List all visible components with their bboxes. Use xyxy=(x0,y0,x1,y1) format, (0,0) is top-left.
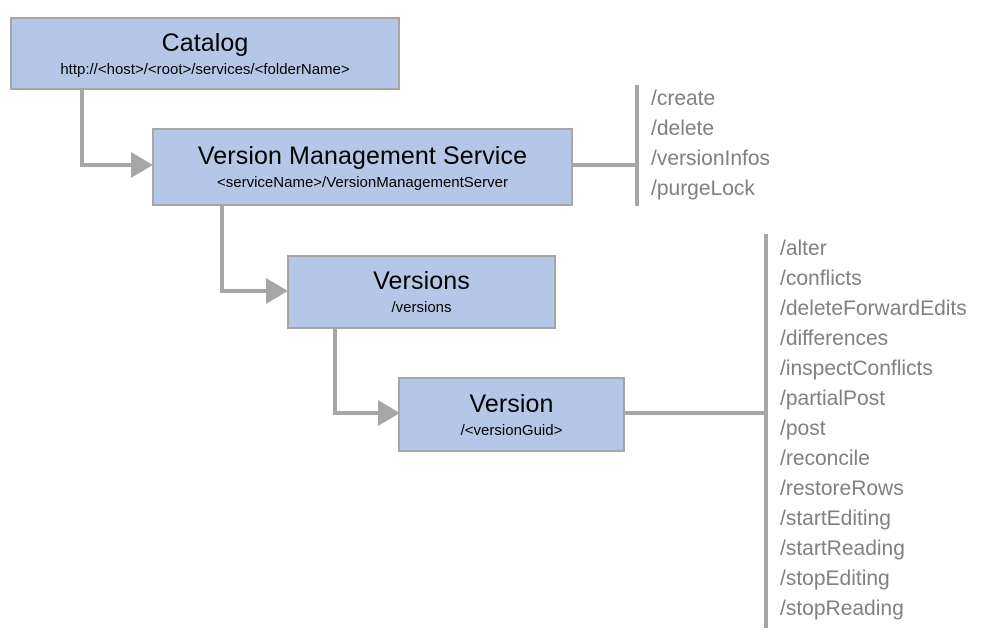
arrowhead-service-to-versions xyxy=(266,278,288,304)
operation-item[interactable]: /inspectConflicts xyxy=(780,357,933,380)
operation-item[interactable]: /partialPost xyxy=(780,387,886,410)
operation-item[interactable]: /stopReading xyxy=(780,597,904,620)
bracket-service-operations xyxy=(635,85,639,206)
node-version-subtitle: /<versionGuid> xyxy=(460,421,563,439)
operation-item[interactable]: /post xyxy=(780,417,826,440)
operation-item[interactable]: /create xyxy=(651,87,716,110)
connector-service-to-versions-horizontal xyxy=(220,289,270,293)
operation-item[interactable]: /differences xyxy=(780,327,889,350)
operation-list-version: /alter /conflicts /deleteForwardEdits /d… xyxy=(780,234,967,624)
connector-versions-to-version-horizontal xyxy=(333,411,382,415)
operation-item[interactable]: /restoreRows xyxy=(780,477,904,500)
node-versions-title: Versions xyxy=(373,267,470,295)
operation-item[interactable]: /delete xyxy=(651,117,715,140)
node-catalog[interactable]: Catalog http://<host>/<root>/services/<f… xyxy=(10,17,400,90)
node-versions-subtitle: /versions xyxy=(391,299,452,316)
connector-versions-to-version-vertical xyxy=(333,329,337,415)
bracket-version-operations xyxy=(764,234,768,628)
arrowhead-catalog-to-service xyxy=(131,152,153,178)
operation-item[interactable]: /stopEditing xyxy=(780,567,890,590)
operation-item[interactable]: /alter xyxy=(780,237,827,260)
node-version-management-service[interactable]: Version Management Service <serviceName>… xyxy=(152,128,573,206)
connector-service-to-operations xyxy=(573,163,639,167)
node-version-management-service-subtitle: <serviceName>/VersionManagementServer xyxy=(217,174,508,191)
node-catalog-subtitle: http://<host>/<root>/services/<folderNam… xyxy=(60,60,350,78)
operation-item[interactable]: /reconcile xyxy=(780,447,870,470)
connector-service-to-versions-vertical xyxy=(220,206,224,293)
connector-version-to-operations xyxy=(625,411,768,415)
operation-item[interactable]: /deleteForwardEdits xyxy=(780,297,967,320)
connector-catalog-to-service-vertical xyxy=(80,90,84,167)
operation-item[interactable]: /startReading xyxy=(780,537,905,560)
connector-catalog-to-service-horizontal xyxy=(80,163,135,167)
node-catalog-title: Catalog xyxy=(161,28,249,57)
operation-item[interactable]: /startEditing xyxy=(780,507,891,530)
node-versions[interactable]: Versions /versions xyxy=(287,255,556,329)
operation-list-service: /create /delete /versionInfos /purgeLock xyxy=(651,84,770,204)
operation-item[interactable]: /versionInfos xyxy=(651,147,771,170)
node-version-title: Version xyxy=(469,389,554,418)
arrowhead-versions-to-version xyxy=(378,400,400,426)
operation-item[interactable]: /conflicts xyxy=(780,267,862,290)
operation-item[interactable]: /purgeLock xyxy=(651,177,755,200)
node-version-management-service-title: Version Management Service xyxy=(197,142,528,170)
node-version[interactable]: Version /<versionGuid> xyxy=(398,377,625,452)
